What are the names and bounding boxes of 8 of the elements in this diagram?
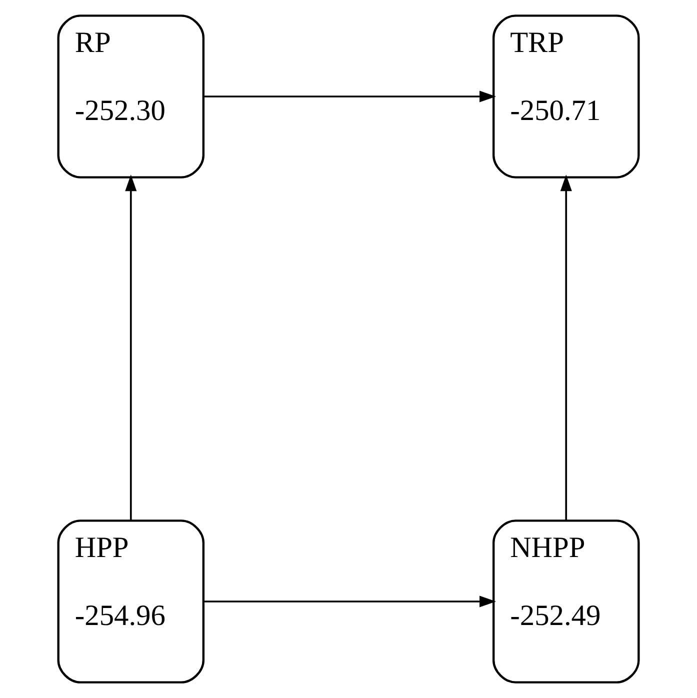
arrow — [125, 174, 137, 520]
node-box: HPP -254.96 — [57, 520, 205, 684]
arrow — [560, 174, 572, 520]
node-box: RP -252.30 — [57, 14, 205, 178]
node-box: TRP -250.71 — [492, 14, 640, 178]
arrow — [204, 90, 496, 102]
node-box: NHPP -252.49 — [492, 520, 640, 684]
arrow — [204, 596, 496, 608]
